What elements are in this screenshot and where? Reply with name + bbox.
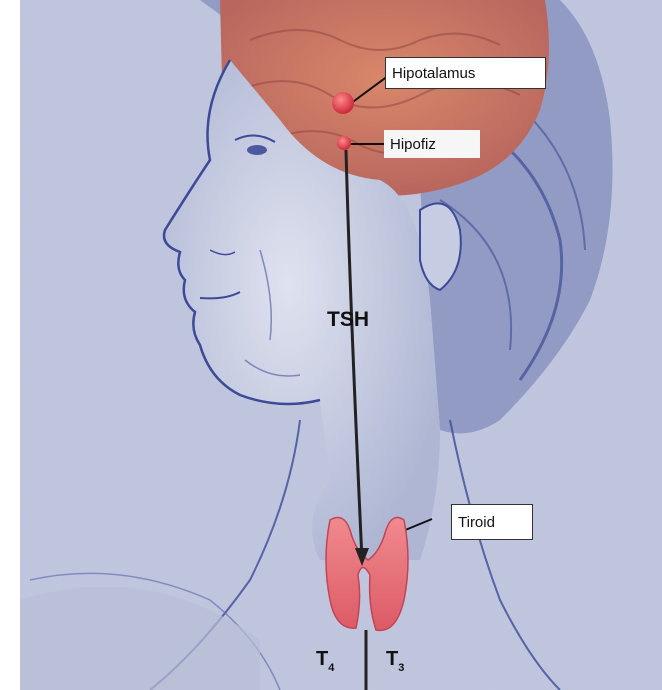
label-t3: T3 [386, 648, 404, 671]
label-thyroid: Tiroid [451, 504, 533, 540]
hypothalamus-gland [332, 92, 354, 114]
label-hypothalamus: Hipotalamus [385, 57, 546, 89]
pituitary-gland [337, 136, 351, 150]
label-t4: T4 [316, 648, 334, 671]
label-tsh: TSH [327, 308, 369, 332]
label-pituitary: Hipofiz [384, 130, 480, 158]
t4-subscript: 4 [328, 662, 334, 674]
t3-letter: T [386, 648, 398, 670]
t3-subscript: 3 [398, 662, 404, 674]
t4-letter: T [316, 648, 328, 670]
